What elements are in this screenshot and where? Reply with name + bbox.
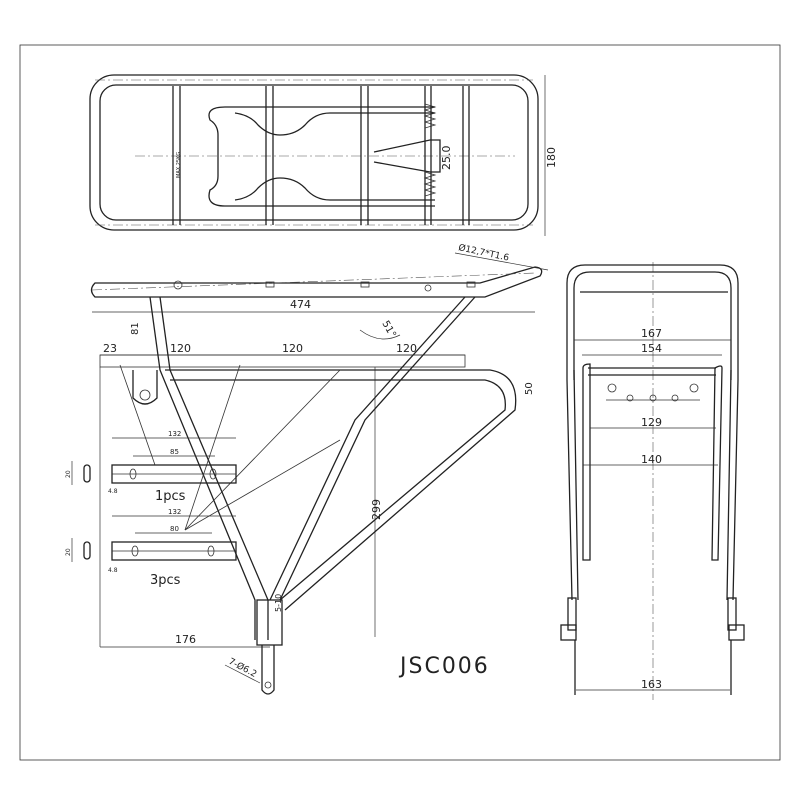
dim-140: 140 xyxy=(641,453,662,466)
bracket-2-length: 132 xyxy=(168,508,181,516)
slot-dimension: 5-10 xyxy=(274,594,283,612)
bracket-1-hole-spacing: 85 xyxy=(170,448,179,456)
length-dimension: 474 xyxy=(290,298,311,311)
spring-dimension: 25.0 xyxy=(440,146,453,171)
dim-154: 154 xyxy=(641,342,662,355)
spacing-120-a: 120 xyxy=(170,342,191,355)
top-view: 180 25.0 MAX 25KG xyxy=(89,74,558,236)
base-dimension: 176 xyxy=(175,633,196,646)
bracket-1-thickness: 4.8 xyxy=(108,488,118,495)
width-dimension: 180 xyxy=(545,147,558,168)
hole-spec: 7-Ø6.2 xyxy=(227,656,259,680)
spacing-120-c: 120 xyxy=(396,342,417,355)
bracket-1-qty: 1pcs xyxy=(155,489,186,504)
bracket-1-length: 132 xyxy=(168,430,181,438)
load-label: MAX 25KG xyxy=(176,152,182,178)
drawing-border xyxy=(19,44,781,761)
bracket-2-height: 20 xyxy=(65,548,72,556)
tube-spec: Ø12,7*T1.6 xyxy=(457,242,510,264)
drop-dimension: 50 xyxy=(524,382,535,395)
model-number: JSC006 xyxy=(398,654,490,679)
side-view: 474 Ø12,7*T1.6 51° 81 23 120 120 120 176… xyxy=(90,242,549,695)
bracket-2-qty: 3pcs xyxy=(150,573,181,588)
bracket-2-thickness: 4.8 xyxy=(108,567,118,574)
small-height-dimension: 81 xyxy=(130,322,141,335)
dim-129: 129 xyxy=(641,416,662,429)
dim-163: 163 xyxy=(641,678,662,691)
dim-167: 167 xyxy=(641,327,662,340)
bracket-2-hole-spacing: 80 xyxy=(170,525,179,533)
bracket-2: 132 80 20 4.8 3pcs xyxy=(65,508,237,588)
spacing-120-b: 120 xyxy=(282,342,303,355)
height-dimension: 299 xyxy=(370,499,383,520)
bracket-1-height: 20 xyxy=(65,470,72,478)
front-view: 167 154 129 140 163 xyxy=(560,262,745,700)
spacing-23: 23 xyxy=(103,342,117,355)
bracket-1: 132 85 20 4.8 1pcs xyxy=(65,430,237,504)
